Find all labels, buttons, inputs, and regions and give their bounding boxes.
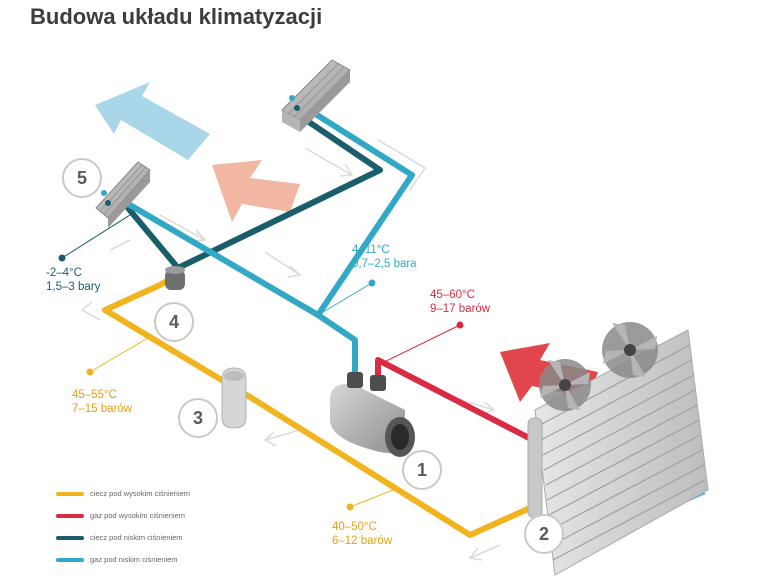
label-high-pressure-liquid-bottom: 40–50°C 6–12 barów xyxy=(332,520,392,548)
legend-item: ciecz pod wysokim ciśnieniem xyxy=(56,488,276,500)
label-low-pressure-gas: 4–11°C 0,7–2,5 bara xyxy=(352,243,417,271)
pipe-low-pressure-liquid xyxy=(175,115,383,271)
component-number-5: 5 xyxy=(62,158,102,198)
label-pressure: 1,5–3 bary xyxy=(46,281,101,293)
pipe-high-pressure-gas xyxy=(375,357,536,443)
compressor-icon xyxy=(330,372,415,457)
label-temp: 40–50°C xyxy=(332,521,377,533)
fan-icon xyxy=(602,322,658,378)
label-high-pressure-gas: 45–60°C 9–17 barów xyxy=(430,288,490,316)
evaporator-icon xyxy=(95,161,151,228)
label-pressure: 7–15 barów xyxy=(72,403,133,415)
airflow-arrow-icon xyxy=(212,160,300,222)
label-pressure: 6–12 barów xyxy=(332,535,393,547)
legend-label: gaz pod wysokim ciśnieniem xyxy=(90,511,186,520)
label-temp: 45–60°C xyxy=(430,289,475,301)
pipe-low-pressure-gas xyxy=(127,202,358,381)
legend-item: ciecz pod niskim ciśnieniem xyxy=(56,532,276,544)
airflow-arrow-icon xyxy=(95,82,210,160)
legend-swatch xyxy=(56,514,84,518)
expansion-valve-icon xyxy=(165,266,185,290)
legend-swatch xyxy=(56,492,84,496)
pipe-high-pressure-liquid xyxy=(102,282,533,538)
legend-swatch xyxy=(56,536,84,540)
label-temp: -2–4°C xyxy=(46,267,82,279)
component-number-3: 3 xyxy=(178,398,218,438)
label-pressure: 0,7–2,5 bara xyxy=(352,258,417,270)
legend-item: gaz pod wysokim ciśnieniem xyxy=(56,510,276,522)
page-title: Budowa układu klimatyzacji xyxy=(30,4,323,29)
component-number-1: 1 xyxy=(402,450,442,490)
fan-icon xyxy=(539,359,591,411)
component-number-2: 2 xyxy=(524,514,564,554)
legend-swatch xyxy=(56,558,84,562)
legend-label: gaz pod niskim ciśnieniem xyxy=(90,555,178,564)
legend-item: gaz pod niskim ciśnieniem xyxy=(56,554,276,566)
evaporator-icon xyxy=(281,59,351,132)
component-number-4: 4 xyxy=(154,302,194,342)
receiver-drier-icon xyxy=(221,367,247,429)
label-low-pressure-liquid: -2–4°C 1,5–3 bary xyxy=(46,266,100,294)
label-temp: 4–11°C xyxy=(352,244,390,256)
label-temp: 45–55°C xyxy=(72,389,117,401)
leader-lines xyxy=(58,214,464,511)
legend-label: ciecz pod niskim ciśnieniem xyxy=(90,533,183,542)
label-pressure: 9–17 barów xyxy=(430,303,491,315)
legend-label: ciecz pod wysokim ciśnieniem xyxy=(90,489,191,498)
label-high-pressure-liquid-mid: 45–55°C 7–15 barów xyxy=(72,388,132,416)
